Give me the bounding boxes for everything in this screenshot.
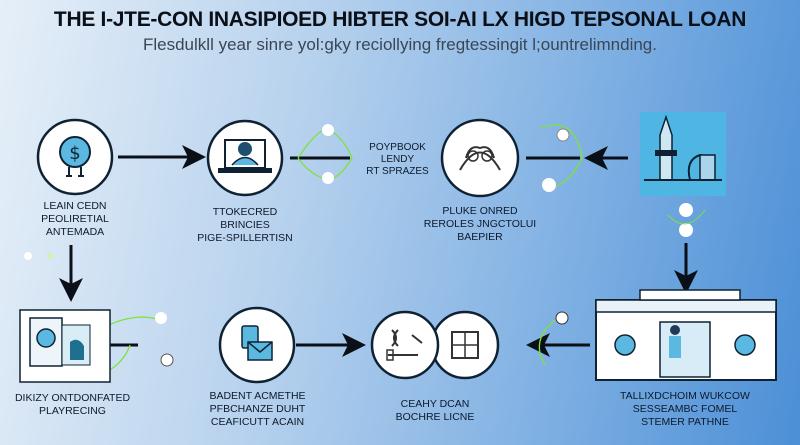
label-line: REROLES JNGCTOLUI	[423, 218, 537, 230]
step8-label: DIKIZY ONTDONFATED PLAYRECING	[0, 392, 145, 418]
label-line: POYPBOOK	[369, 142, 426, 153]
label-line: TTOKECRED	[212, 206, 278, 218]
step5-label: TALLIXDCHOIM WUKCOW SESSEAMBC FOMEL STEM…	[600, 390, 770, 429]
laptop-user-icon	[206, 119, 284, 197]
label-line: BADENT ACMETHE	[209, 390, 306, 402]
bank-building-icon	[595, 289, 777, 381]
step1-label: LEAIN CEDN PEOLIRETIAL ANTEMADA	[15, 200, 135, 239]
label-line: LENDY	[380, 154, 415, 165]
step7-label: BADENT ACMETHE PFBCHANZE DUHT CEAFICUTT …	[195, 390, 320, 429]
label-line: BRINCIES	[220, 219, 270, 231]
label-line: RT SPRAZES	[366, 166, 429, 177]
label-line: CEAHY DCAN	[400, 398, 470, 410]
step2-label: TTOKECRED BRINCIES PIGE-SPILLERTISN	[180, 206, 310, 245]
label-line: STEMER PATHNE	[641, 416, 729, 428]
arrow-step5-to-step6	[526, 311, 590, 366]
label-line: LEAIN CEDN	[43, 200, 107, 212]
label-line: PIGE-SPILLERTISN	[197, 232, 293, 244]
label-line: BOCHRE LICNE	[395, 411, 475, 423]
calculator-icon	[430, 310, 500, 380]
page-title: THE I-JTE-CON INASIPIOED HIBTER SOI-AI L…	[53, 8, 747, 31]
label-line: TALLIXDCHOIM WUKCOW	[620, 390, 750, 402]
page-subtitle: Flesdulkll year sinre yol:gky reciollyin…	[142, 35, 657, 54]
step3-label: PLUKE ONRED REROLES JNGCTOLUI BAEPIER	[415, 205, 545, 244]
dollar-coin-icon: $	[36, 118, 114, 196]
arrow-step4-to-step3	[526, 124, 628, 192]
label-line: PLAYRECING	[39, 405, 106, 417]
city-tower-icon	[640, 112, 726, 196]
label-line: PEOLIRETIAL	[41, 213, 109, 225]
label-line: ANTEMADA	[45, 226, 105, 238]
step6-label: CEAHY DCAN BOCHRE LICNE	[380, 398, 490, 424]
label-line: SESSEAMBC FOMEL	[632, 403, 738, 415]
arrow-step4-to-step5	[667, 203, 706, 294]
label-line: DIKIZY ONTDONFATED	[14, 392, 131, 404]
connector-step2-to-step2b	[290, 124, 353, 184]
tools-icon	[370, 310, 440, 380]
framed-picture-icon	[19, 309, 111, 383]
label-line: PLUKE ONRED	[442, 205, 518, 217]
label-line: BAEPIER	[457, 231, 503, 243]
handshake-icon	[440, 118, 520, 198]
step2b-label: POYPBOOK LENDY RT SPRAZES	[360, 142, 435, 178]
phone-envelope-icon	[218, 306, 296, 384]
arrow-step1-to-step8	[24, 245, 83, 302]
label-line: CEAFICUTT ACAIN	[210, 416, 305, 428]
svg-text:$: $	[69, 143, 80, 164]
label-line: PFBCHANZE DUHT	[209, 403, 306, 415]
